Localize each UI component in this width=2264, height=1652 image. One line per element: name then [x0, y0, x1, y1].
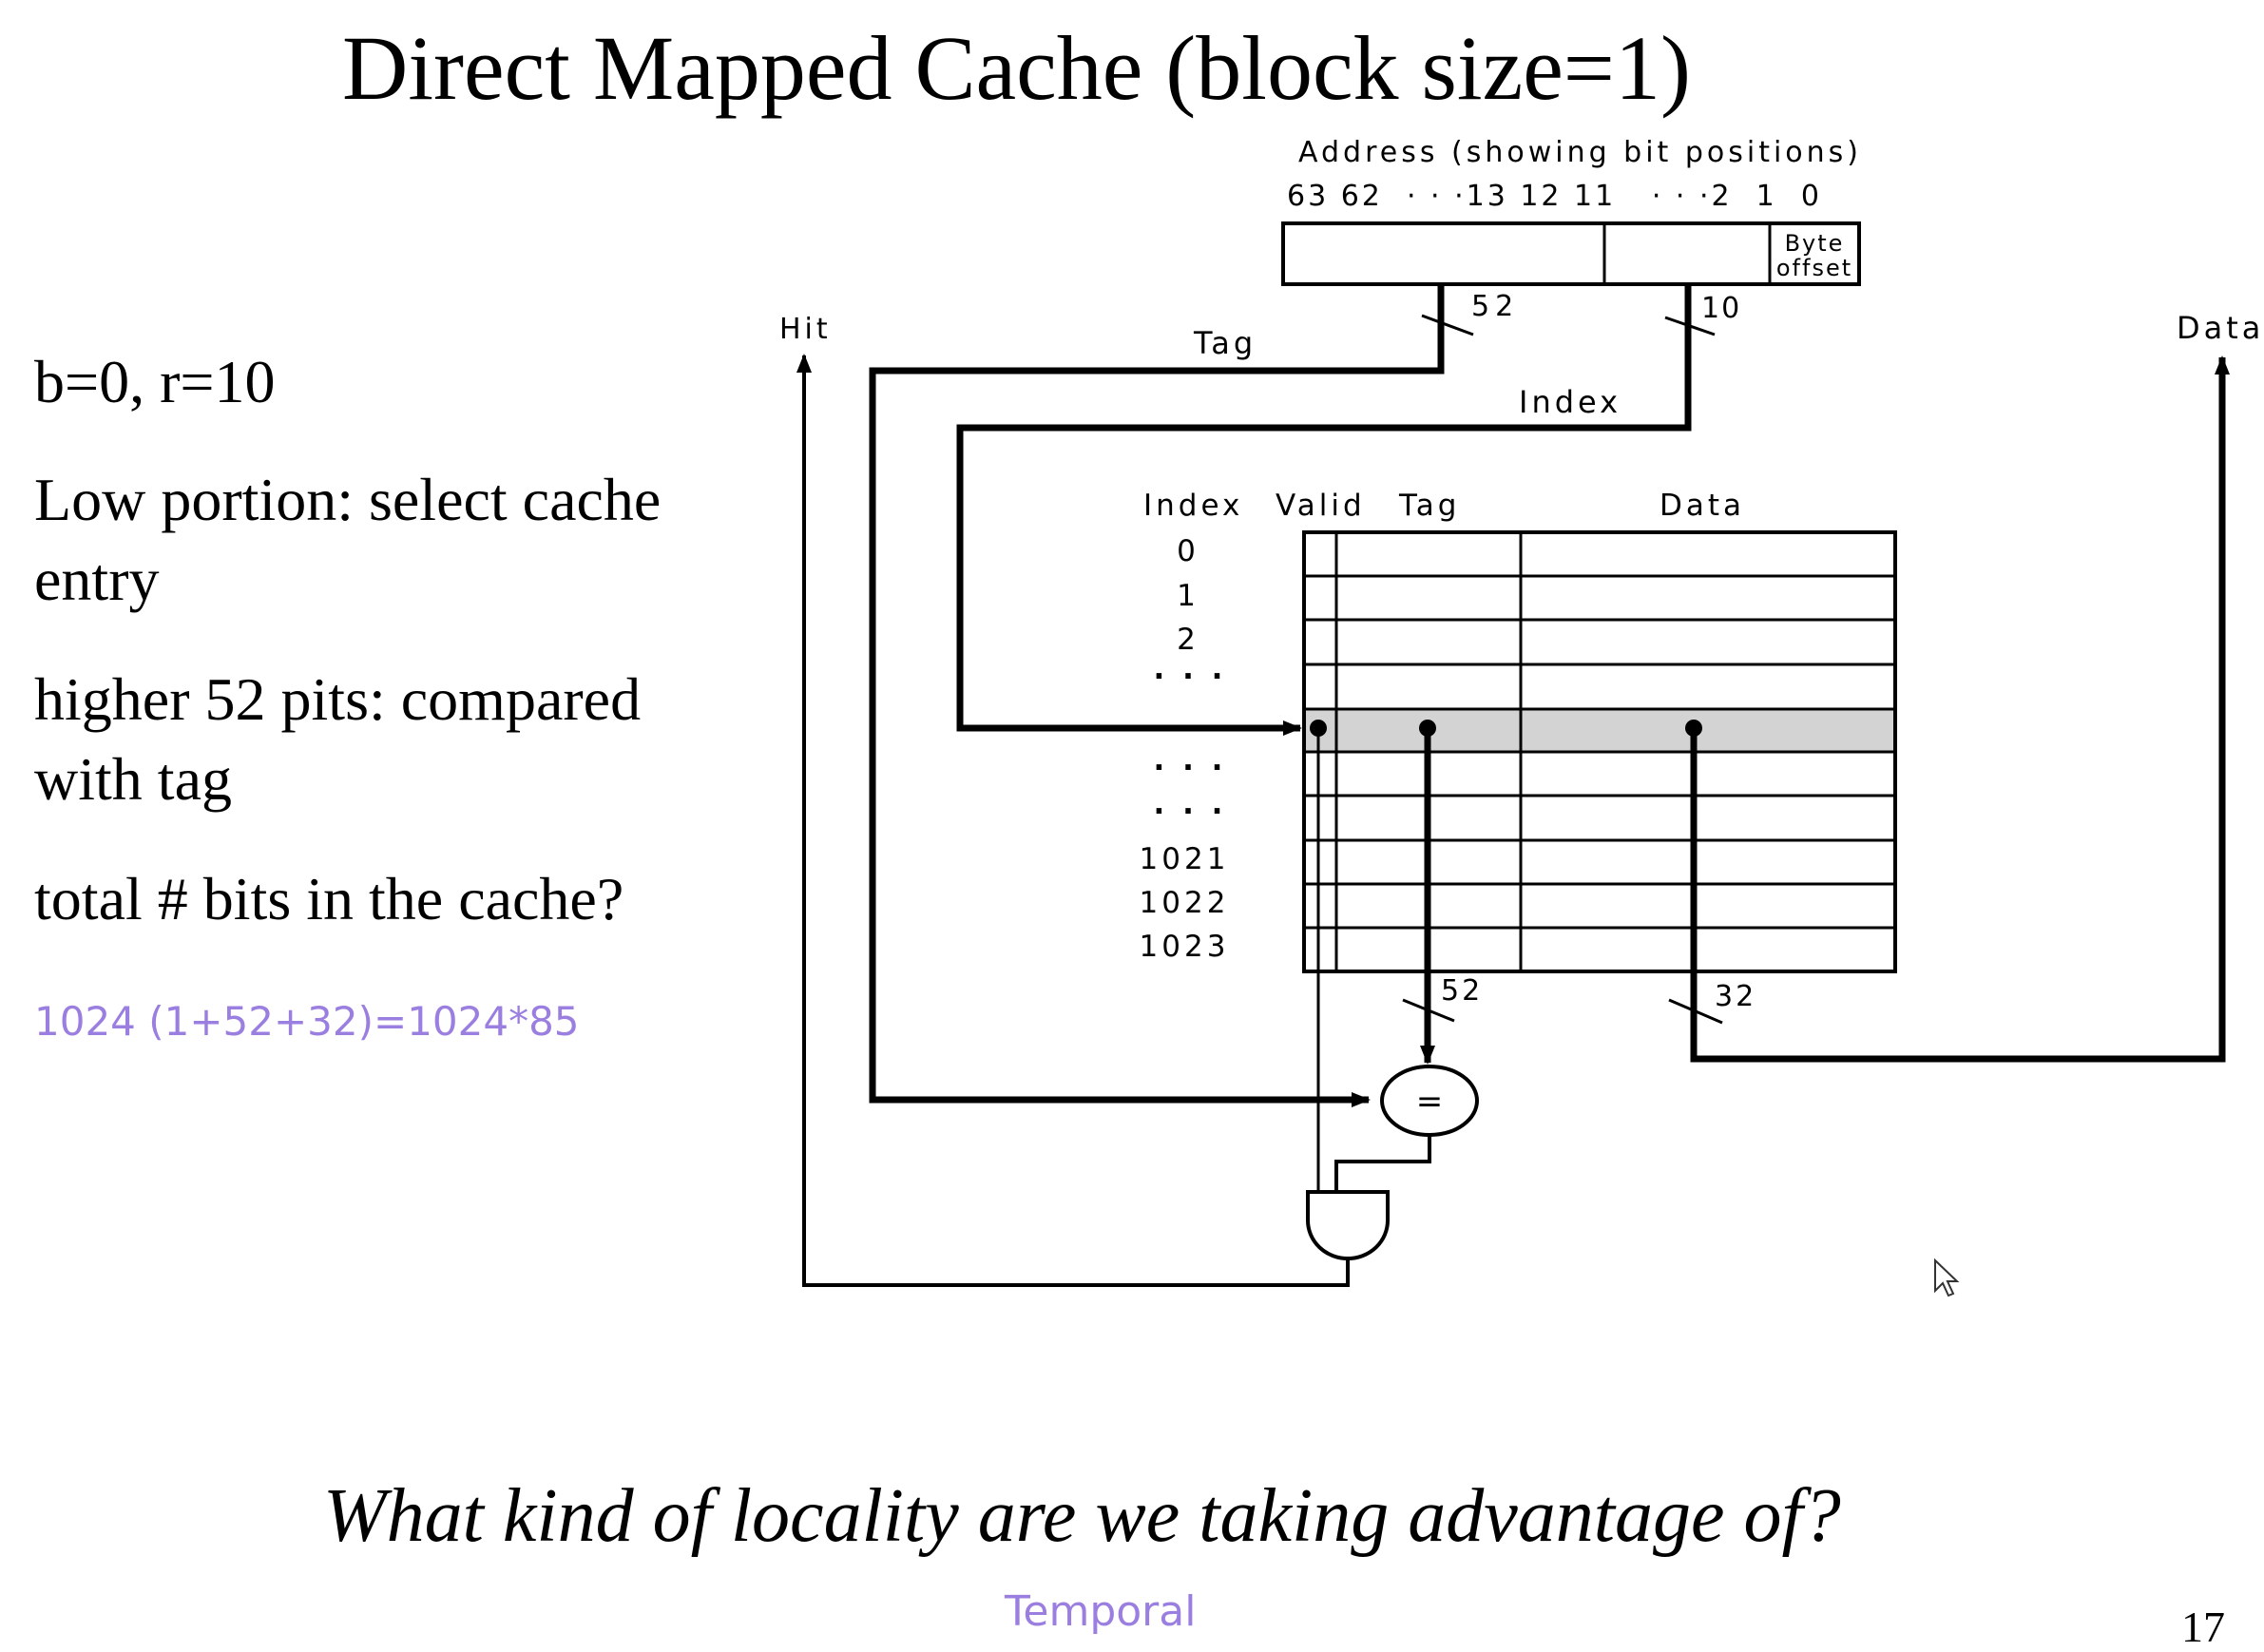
tag-label: Tag — [1193, 325, 1257, 361]
index-bus — [956, 284, 1692, 736]
header-index: Index — [1143, 489, 1243, 523]
row-index-0: 0 — [1177, 534, 1196, 568]
tag-bus — [869, 284, 1445, 1107]
bullet-parameters: b=0, r=10 — [34, 348, 276, 415]
selected-row-highlight — [1304, 710, 1895, 752]
bullet-total-bits: total # bits in the cache? — [34, 865, 624, 932]
answer-locality: Temporal — [1005, 1587, 1197, 1636]
data-width-slash — [1668, 998, 1723, 1025]
data-width-label: 32 — [1715, 980, 1756, 1013]
bullet-low-portion: Low portion: select cache entry — [34, 466, 662, 613]
header-valid: Valid — [1276, 489, 1366, 523]
tag-width-slash — [1421, 314, 1474, 336]
comparator-symbol: = — [1416, 1083, 1444, 1121]
address-register — [1281, 221, 1861, 286]
stored-tag-slash — [1402, 998, 1455, 1023]
index-width-label: 10 — [1701, 292, 1741, 325]
page-number: 17 — [2181, 1603, 2225, 1651]
and-gate — [1306, 1190, 1390, 1260]
hit-label: Hit — [779, 313, 832, 346]
index-label: Index — [1519, 384, 1621, 420]
index-width-slash — [1664, 316, 1716, 336]
row-index-1021: 1021 — [1140, 842, 1230, 876]
slide-title: Direct Mapped Cache (block size=1) — [342, 17, 1691, 119]
header-tag: Tag — [1398, 489, 1460, 523]
row-dividers — [1304, 574, 1895, 930]
data-output-bus — [1690, 355, 2230, 1063]
answer-total-bits: 1024 (1+52+32)=1024*85 — [34, 998, 580, 1045]
row-index-2: 2 — [1177, 623, 1196, 657]
mouse-cursor-icon — [1934, 1258, 1960, 1297]
row-index-1023: 1023 — [1140, 930, 1230, 964]
row-index-1: 1 — [1177, 579, 1196, 613]
bullet-higher-bits: higher 52 pits: compared with tag — [34, 665, 642, 813]
row-ellipsis-2: · · · — [1154, 751, 1227, 785]
byte-offset-label: Byte — [1785, 230, 1845, 257]
data-output-label: Data — [2177, 310, 2264, 346]
bit-positions: 63 62 · · ·13 12 11 · · ·2 1 0 — [1287, 180, 1822, 213]
stored-tag-width: 52 — [1441, 974, 1483, 1008]
compare-to-and-wire — [1334, 1135, 1431, 1192]
row-ellipsis-3: · · · — [1154, 795, 1227, 829]
byte-offset-label-2: offset — [1776, 255, 1852, 281]
hit-wire — [796, 354, 1350, 1287]
header-data: Data — [1660, 489, 1745, 523]
address-caption: Address (showing bit positions) — [1298, 136, 1862, 169]
row-ellipsis-1: · · · — [1154, 660, 1227, 694]
locality-question: What kind of locality are we taking adva… — [323, 1474, 1841, 1558]
tag-width-label: 52 — [1471, 290, 1519, 323]
row-index-1022: 1022 — [1140, 886, 1230, 920]
